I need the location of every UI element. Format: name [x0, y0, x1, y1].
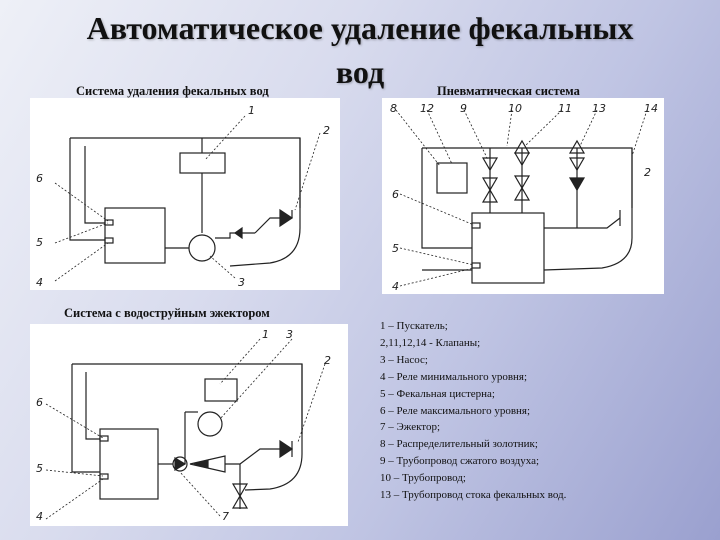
legend-item: 3 – Насос; — [380, 353, 428, 366]
diagram-3-caption: Система с водоструйным эжектором — [64, 306, 270, 320]
page-title-line-1: Автоматическое удаление фекальных — [86, 10, 634, 46]
legend-item: 7 – Эжектор; — [380, 421, 441, 434]
d3-label-3: 3 — [286, 328, 293, 341]
d2-label-11: 11 — [558, 102, 572, 115]
diagram-1-schematic: 1 2 3 4 5 6 — [36, 104, 330, 289]
d1-label-5: 5 — [36, 236, 43, 249]
legend-item: 6 – Реле максимального уровня; — [380, 404, 531, 417]
d2-label-9: 9 — [460, 102, 467, 115]
legend-item: 13 – Трубопровод стока фекальных вод. — [380, 489, 567, 502]
d3-label-1: 1 — [262, 328, 269, 341]
d3-label-7: 7 — [222, 510, 229, 523]
diagram-1-caption: Система удаления фекальных вод — [76, 84, 269, 98]
d2-label-4: 4 — [392, 280, 399, 293]
d2-label-8: 8 — [390, 102, 397, 115]
diagram-2-schematic: 8 12 9 10 11 13 14 6 5 4 2 — [390, 102, 658, 293]
d1-label-4: 4 — [36, 276, 43, 289]
legend-item: 8 – Распределительный золотник; — [380, 438, 538, 451]
d1-label-2: 2 — [323, 124, 330, 137]
legend-item: 4 – Реле минимального уровня; — [380, 370, 528, 383]
d3-label-6: 6 — [36, 396, 43, 409]
legend-item: 5 – Фекальная цистерна; — [380, 387, 495, 400]
diagram-2-caption: Пневматическая система — [437, 84, 580, 98]
d2-label-2: 2 — [644, 166, 651, 179]
diagram-1-panel: 1 2 3 4 5 6 — [30, 98, 340, 290]
diagram-3-schematic: 1 3 2 6 5 4 7 — [36, 328, 331, 523]
d3-label-4: 4 — [36, 510, 43, 523]
d1-label-1: 1 — [248, 104, 255, 117]
legend-item: 9 – Трубопровод сжатого воздуха; — [380, 455, 540, 468]
legend-item: 10 – Трубопровод; — [380, 472, 466, 485]
legend: 1 – Пускатель; 2,11,12,14 - Клапаны; 3 –… — [380, 318, 680, 504]
d3-label-2: 2 — [324, 354, 331, 367]
diagram-3-panel: 1 3 2 6 5 4 7 — [30, 324, 348, 526]
page-title: Автоматическое удаление фекальных вод — [0, 6, 720, 94]
legend-item: 1 – Пускатель; — [380, 320, 448, 332]
d2-label-12: 12 — [420, 102, 434, 115]
diagram-2-panel: 8 12 9 10 11 13 14 6 5 4 2 — [382, 98, 664, 294]
d2-label-6: 6 — [392, 188, 399, 201]
d2-label-14: 14 — [644, 102, 658, 115]
page-title-line-2: вод — [335, 54, 385, 90]
legend-item: 2,11,12,14 - Клапаны; — [380, 336, 481, 349]
d2-label-5: 5 — [392, 242, 399, 255]
d2-label-13: 13 — [592, 102, 606, 115]
d1-label-6: 6 — [36, 172, 43, 185]
d2-label-10: 10 — [508, 102, 522, 115]
d1-label-3: 3 — [238, 276, 245, 289]
d3-label-5: 5 — [36, 462, 43, 475]
